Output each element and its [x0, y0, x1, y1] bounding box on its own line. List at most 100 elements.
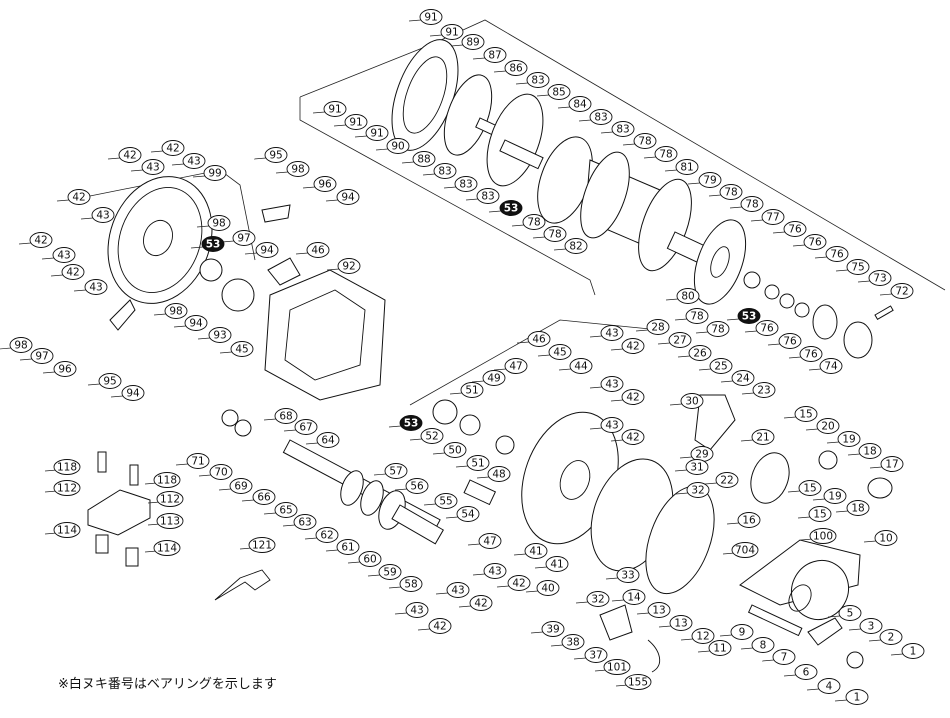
callout-number: 80: [681, 291, 694, 303]
callout-leader: [19, 358, 33, 361]
callout-leader: [87, 383, 101, 386]
callout-number: 91: [349, 117, 362, 129]
callout-leader: [698, 368, 712, 371]
callout-1: 1: [901, 643, 925, 659]
callout-number: 75: [851, 262, 864, 274]
callout-leader: [695, 331, 709, 334]
callout-37: 37: [584, 647, 608, 663]
callout-number: 51: [465, 385, 478, 397]
callout-13: 13: [647, 602, 671, 618]
callout-leader: [761, 659, 775, 662]
callout-leader: [847, 453, 861, 456]
callout-leader: [827, 615, 841, 618]
callout-number: 3: [868, 621, 875, 633]
callout-number: 32: [591, 594, 604, 606]
callout-leader: [471, 380, 485, 383]
callout-leader: [401, 161, 415, 164]
callout-leader: [674, 318, 688, 321]
callout-leader: [708, 194, 722, 197]
shaft-58: [391, 504, 444, 545]
callout-number: 13: [674, 618, 687, 630]
callout-leader: [669, 403, 683, 406]
callout-number: 71: [191, 456, 204, 468]
callout-number: 83: [594, 112, 607, 124]
callout-leader: [18, 242, 32, 245]
callout-78: 78: [654, 146, 678, 162]
callout-number: 17: [885, 459, 898, 471]
bearing-71: [221, 409, 239, 427]
clicker-97-upper: [261, 204, 291, 223]
callout-leader: [394, 488, 408, 491]
callout-number: 42: [34, 235, 47, 247]
callout-leader: [726, 522, 740, 525]
callout-number: 83: [531, 75, 544, 87]
callout-number: 41: [550, 559, 563, 571]
callout-leader: [375, 148, 389, 151]
callout-54: 54: [456, 506, 480, 522]
callout-number: 12: [696, 631, 709, 643]
callout-121: 121: [248, 537, 276, 553]
callout-96: 96: [313, 176, 337, 192]
callout-32: 32: [586, 591, 610, 607]
callout-number: 94: [260, 245, 274, 257]
callout-leader: [720, 380, 734, 383]
callout-number: 54: [461, 509, 475, 521]
callout-96: 96: [53, 361, 77, 377]
callout-leader: [740, 647, 754, 650]
callout-number: 1: [910, 646, 917, 658]
callout-number: 15: [813, 509, 826, 521]
callout-leader: [326, 268, 340, 271]
callout-83: 83: [476, 188, 500, 204]
callout-number: 78: [548, 229, 561, 241]
callout-number: 58: [404, 579, 417, 591]
callout-number: 15: [803, 483, 816, 495]
callout-number: 69: [234, 481, 247, 493]
callout-49: 49: [482, 370, 506, 386]
callout-15: 15: [794, 406, 818, 422]
callout-number: 10: [879, 533, 892, 545]
callout-89: 89: [461, 34, 485, 50]
callout-94: 94: [184, 315, 208, 331]
callout-43: 43: [182, 153, 206, 169]
callout-number: 114: [157, 543, 177, 555]
callout-70: 70: [209, 464, 233, 480]
callout-number: 21: [756, 432, 769, 444]
callout-112: 112: [156, 491, 184, 507]
callout-59: 59: [378, 564, 402, 580]
callout-leader: [423, 503, 437, 506]
callout-number: 78: [745, 199, 758, 211]
callout-leader: [347, 561, 361, 564]
bearing-53-left: [199, 258, 223, 282]
callout-leader: [675, 492, 689, 495]
callout-number: 56: [410, 481, 424, 493]
callout-number: 24: [736, 373, 750, 385]
callout-number: 93: [213, 330, 226, 342]
callout-leader: [511, 224, 525, 227]
callout-leader: [467, 543, 481, 546]
callout-leader: [704, 482, 718, 485]
callout-45: 45: [230, 341, 254, 357]
callout-91: 91: [365, 125, 389, 141]
callout-43: 43: [483, 563, 507, 579]
callout-number: 53: [742, 311, 757, 323]
gear-61: [360, 480, 384, 516]
callout-42: 42: [469, 595, 493, 611]
callout-number: 83: [481, 191, 494, 203]
callout-number: 61: [341, 542, 354, 554]
callout-26: 26: [688, 345, 712, 361]
callout-leader: [536, 94, 550, 97]
callout-75: 75: [846, 259, 870, 275]
callout-leader: [196, 225, 210, 228]
callout-leader: [589, 427, 603, 430]
callout-64: 64: [316, 432, 340, 448]
callout-5: 5: [838, 605, 862, 621]
handle-cap-2: [846, 651, 864, 669]
callout-19: 19: [837, 431, 861, 447]
callout-leader: [664, 169, 678, 172]
callout-31: 31: [685, 459, 709, 475]
callout-2: 2: [879, 629, 903, 645]
callout-leader: [869, 466, 883, 469]
callout-number: 95: [103, 376, 116, 388]
callout-leader: [472, 573, 486, 576]
